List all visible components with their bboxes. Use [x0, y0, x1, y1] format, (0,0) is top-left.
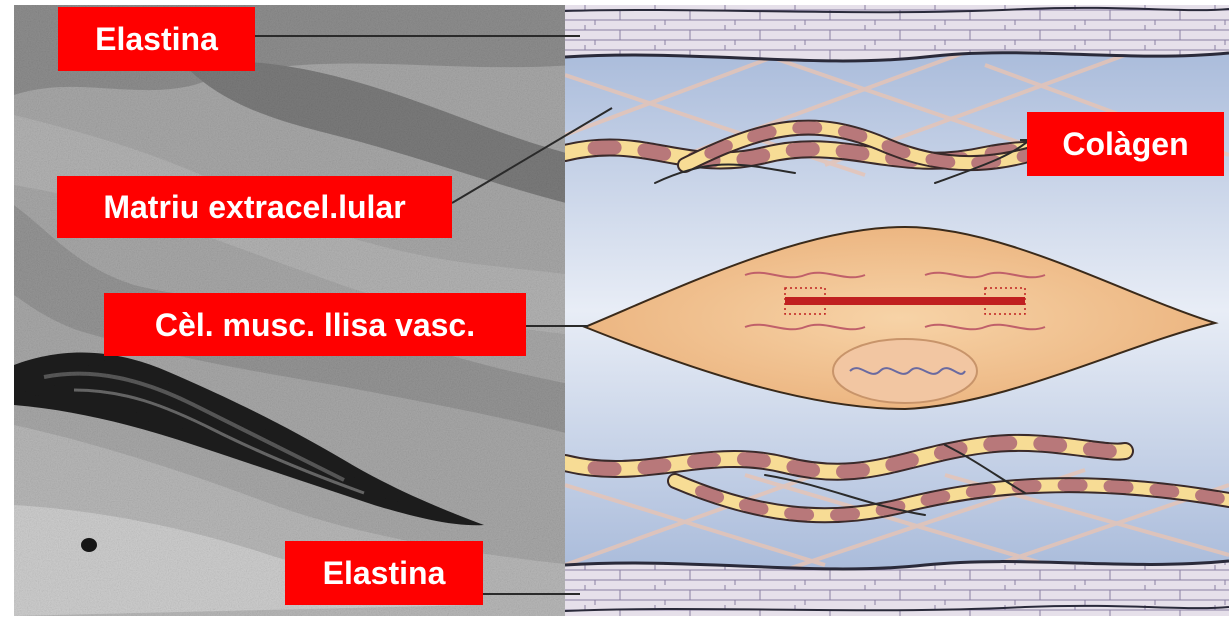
label-elastina-top: Elastina	[58, 7, 255, 71]
vessel-wall-illustration	[565, 5, 1229, 616]
label-elastina-bottom: Elastina	[285, 541, 483, 605]
elastin-band-top	[565, 5, 1229, 61]
label-smooth-muscle-cell: Cèl. musc. llisa vasc.	[104, 293, 526, 356]
label-matriu-extracellular: Matriu extracel.lular	[57, 176, 452, 238]
label-colagen: Colàgen	[1027, 112, 1224, 176]
elastin-band-bottom	[565, 561, 1229, 616]
